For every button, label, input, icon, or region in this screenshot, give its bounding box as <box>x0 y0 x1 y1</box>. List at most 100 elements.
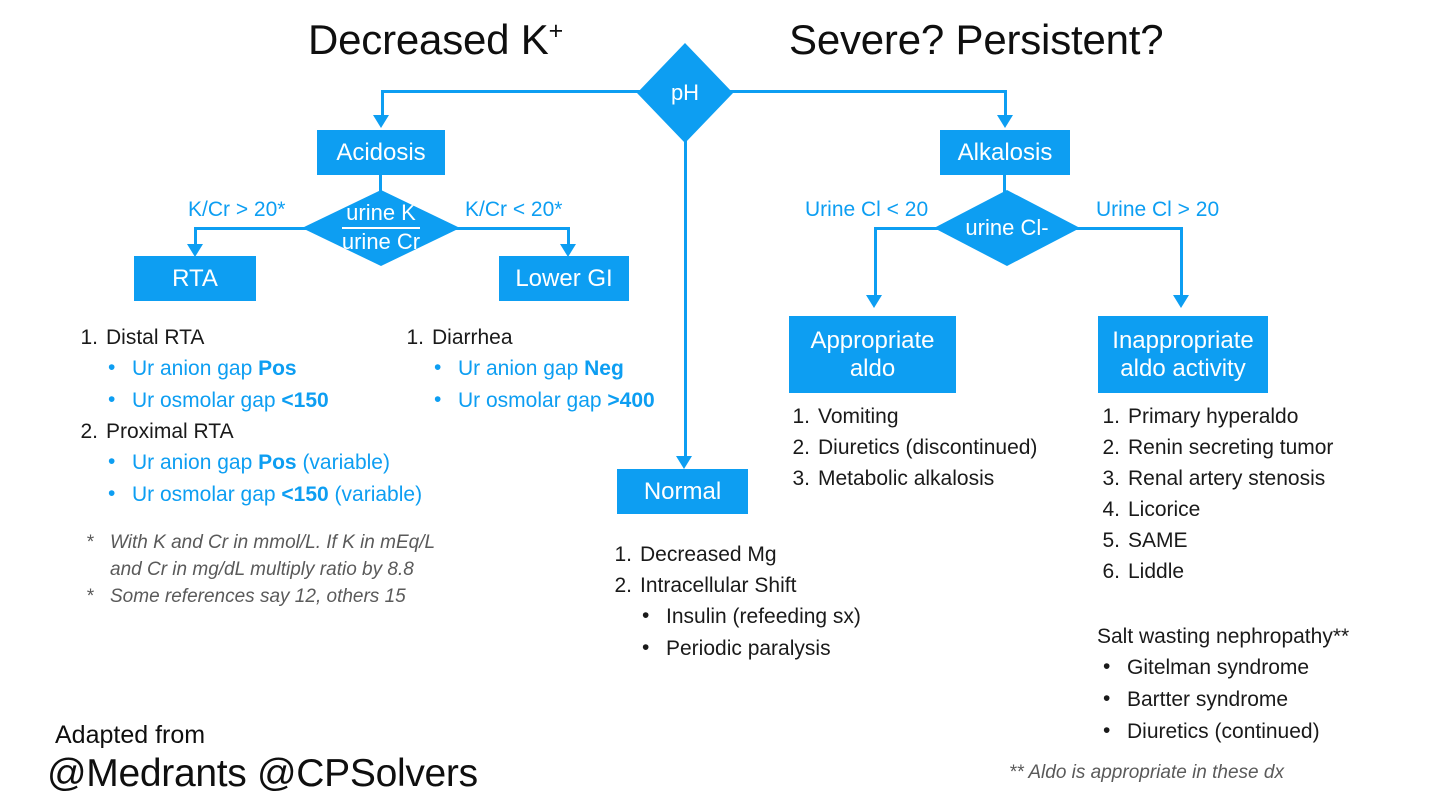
bullet-icon: • <box>108 450 116 474</box>
node-urine-cl-label: urine Cl- <box>965 214 1049 240</box>
list-item: • Ur osmolar gap <150 <box>70 385 400 417</box>
urine-k-numerator: urine K <box>341 201 421 229</box>
list-marker: 1. <box>614 543 632 566</box>
rta-details-block: 1. Distal RTA • Ur anion gap Pos • Ur os… <box>70 322 422 511</box>
appropriate-aldo-list-block: 1. Vomiting 2. Diuretics (discontinued) … <box>782 401 1082 494</box>
sub-item-tail: (variable) <box>328 482 423 506</box>
sub-item-bold: Pos <box>258 357 297 381</box>
inappropriate-aldo-list-block: 1. Primary hyperaldo 2. Renin secreting … <box>1092 401 1412 587</box>
list-marker: 2. <box>792 436 810 460</box>
list-item: • Ur anion gap Pos (variable) <box>70 447 400 479</box>
urine-k-cr-fraction: urine K urine Cr <box>341 201 421 254</box>
edge-label-kcr-greater-20: K/Cr > 20* <box>188 198 286 221</box>
rta-item-0-sublist: • Ur anion gap Pos • Ur osmolar gap <150 <box>70 353 400 416</box>
asterisk-icon: * <box>86 532 94 553</box>
list-item: 2. Proximal RTA <box>70 416 400 447</box>
connector-acidosis-to-urinek <box>379 175 382 197</box>
normal-ordered-list: 1. Decreased Mg 2. Intracellular Shift •… <box>604 539 934 664</box>
sub-item-text: Ur anion gap <box>132 357 259 381</box>
sub-item-text: Ur anion gap <box>458 357 585 381</box>
bullet-icon: • <box>1103 655 1111 679</box>
sub-item-bold: <150 <box>281 388 329 412</box>
diarrhea-item-0-sublist: • Ur anion gap Neg • Ur osmolar gap >400 <box>396 353 696 416</box>
list-marker: 1. <box>406 326 424 349</box>
node-rta[interactable]: RTA <box>134 256 256 301</box>
asterisk-icon: * <box>86 585 94 607</box>
node-alkalosis-label: Alkalosis <box>957 138 1053 166</box>
node-lower-gi[interactable]: Lower GI <box>499 256 629 301</box>
connector-urinecl-to-inapprop-horizontal <box>1076 227 1183 230</box>
node-ph-diamond[interactable]: pH <box>637 43 733 143</box>
page-title-right: Severe? Persistent? <box>789 16 1164 63</box>
rta-footnotes-block: * With K and Cr in mmol/L. If K in mEq/L… <box>82 530 482 611</box>
footnote: * With K and Cr in mmol/L. If K in mEq/L… <box>82 530 482 584</box>
bullet-icon: • <box>1103 719 1111 743</box>
list-item-label: Proximal RTA <box>106 420 234 444</box>
list-marker: 1. <box>792 405 810 428</box>
connector-alkalosis-to-urinecl <box>1003 175 1006 197</box>
sub-item-text: Ur osmolar gap <box>458 388 608 412</box>
sub-item-bold: <150 <box>281 482 329 506</box>
arrow-to-inappropriate-aldo <box>1173 295 1189 308</box>
rta-ordered-list: 1. Distal RTA • Ur anion gap Pos • Ur os… <box>70 322 422 511</box>
normal-item-1-sublist: • Insulin (refeeding sx) • Periodic para… <box>604 601 934 664</box>
diarrhea-ordered-list: 1. Diarrhea • Ur anion gap Neg • Ur osmo… <box>396 322 696 416</box>
list-item: 4. Licorice <box>1092 494 1412 525</box>
edge-label-kcr-less-20: K/Cr < 20* <box>465 198 563 221</box>
salt-wasting-heading: Salt wasting nephropathy** <box>1097 625 1350 648</box>
urine-cr-denominator: urine Cr <box>341 229 421 254</box>
list-item-label: Intracellular Shift <box>640 574 797 598</box>
list-item-label: Liddle <box>1128 560 1185 584</box>
bullet-icon: • <box>1103 687 1111 711</box>
list-item-label: Metabolic alkalosis <box>818 467 995 491</box>
list-item: • Ur osmolar gap <150 (variable) <box>70 479 422 511</box>
sub-item-tail: (variable) <box>296 451 390 475</box>
node-normal-label: Normal <box>643 477 722 505</box>
arrow-to-rta <box>187 244 203 257</box>
connector-ph-to-acidosis-horizontal <box>381 90 643 93</box>
node-appropriate-aldo[interactable]: Appropriate aldo <box>789 316 956 393</box>
list-item-label: SAME <box>1128 529 1188 553</box>
node-ph-label: pH <box>670 79 700 105</box>
list-item-label: Diuretics (discontinued) <box>818 436 1038 460</box>
node-acidosis[interactable]: Acidosis <box>317 130 445 175</box>
bullet-icon: • <box>108 387 116 411</box>
connector-urinek-to-rta-vertical <box>194 227 197 248</box>
list-item: • Gitelman syndrome <box>1097 652 1427 684</box>
diarrhea-details-block: 1. Diarrhea • Ur anion gap Neg • Ur osmo… <box>396 322 696 416</box>
sub-item-bold: Pos <box>258 451 297 475</box>
list-item-label: Distal RTA <box>106 326 205 349</box>
list-item-label: Decreased Mg <box>640 543 777 566</box>
list-item: 6. Liddle <box>1092 556 1412 587</box>
node-normal[interactable]: Normal <box>617 469 748 514</box>
node-inappropriate-aldo[interactable]: Inappropriate aldo activity <box>1098 316 1268 393</box>
list-item: 2. Renin secreting tumor <box>1092 432 1412 463</box>
footnote-line-1: Some references say 12, others 15 <box>110 585 406 607</box>
edge-label-urine-cl-less-20: Urine Cl < 20 <box>805 198 929 221</box>
page-title-left: Decreased K+ <box>308 16 563 64</box>
list-marker: 1. <box>1102 405 1120 428</box>
list-item: • Diuretics (continued) <box>1097 716 1427 748</box>
node-urine-k-cr-diamond[interactable]: urine K urine Cr <box>302 190 460 266</box>
rta-item-1-sublist: • Ur anion gap Pos (variable) • Ur osmol… <box>70 447 422 511</box>
list-marker: 1. <box>80 326 98 349</box>
list-item: • Ur anion gap Pos <box>70 353 400 385</box>
inappropriate-aldo-ordered-list: 1. Primary hyperaldo 2. Renin secreting … <box>1092 401 1412 587</box>
sub-item-bold: >400 <box>607 388 655 412</box>
node-urine-cl-diamond[interactable]: urine Cl- <box>934 190 1080 266</box>
node-alkalosis[interactable]: Alkalosis <box>940 130 1070 175</box>
list-item-label: Primary hyperaldo <box>1128 405 1299 428</box>
list-marker: 5. <box>1102 529 1120 553</box>
arrow-to-acidosis <box>373 115 389 128</box>
list-item-label: Vomiting <box>818 405 899 428</box>
list-marker: 2. <box>1102 436 1120 460</box>
connector-urinecl-to-inapprop-vertical <box>1180 227 1183 299</box>
bullet-icon: • <box>642 604 650 628</box>
page-title-left-superscript: + <box>548 17 564 45</box>
connector-urinek-to-lowergi-horizontal <box>443 227 570 230</box>
list-item: 1. Decreased Mg <box>604 539 934 570</box>
footnote: * Some references say 12, others 15 <box>82 584 482 611</box>
list-marker: 6. <box>1102 560 1120 584</box>
bullet-icon: • <box>434 356 442 380</box>
